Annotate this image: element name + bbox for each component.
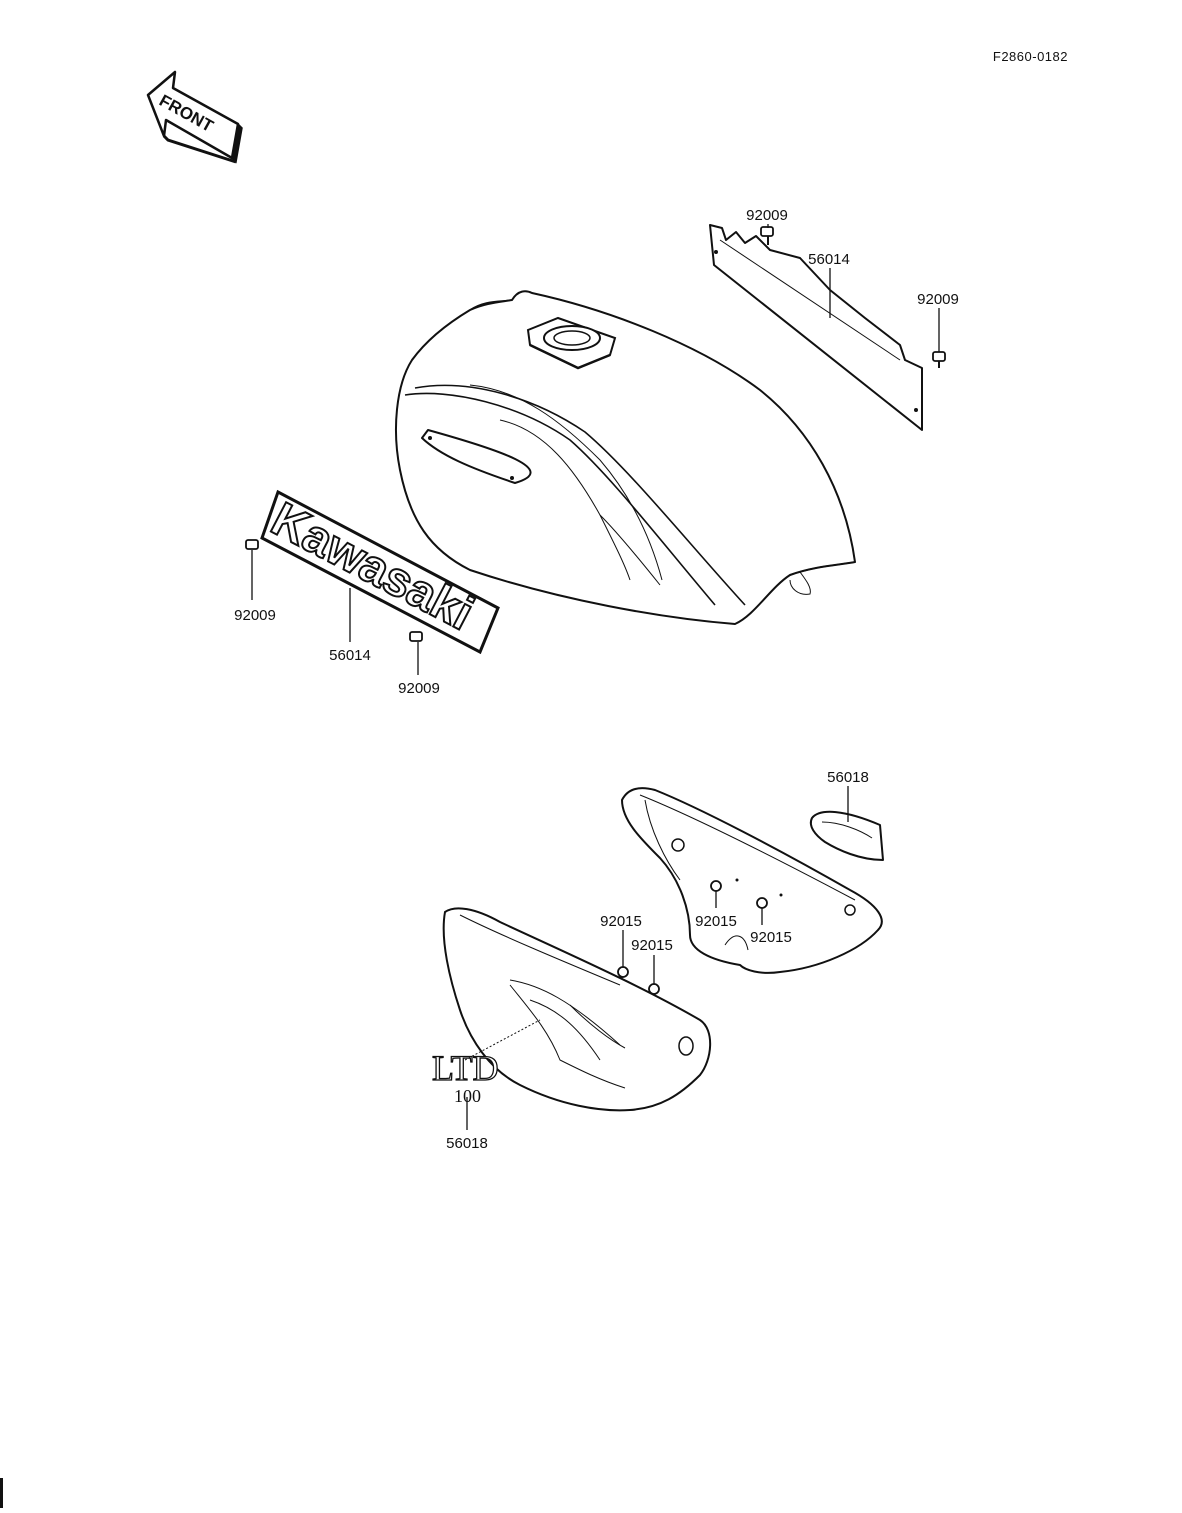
- callout-92009: 92009: [398, 680, 440, 697]
- callout-92015: 92015: [695, 913, 737, 930]
- callout-56018: 56018: [446, 1135, 488, 1152]
- nut-icon: [617, 966, 629, 978]
- fuel-tank: [395, 290, 856, 625]
- figure-id: F2860-0182: [993, 49, 1068, 64]
- screw-icon: [409, 631, 423, 642]
- nut-icon: [710, 880, 722, 892]
- screw-icon: [932, 351, 946, 368]
- screw-icon: [760, 226, 774, 245]
- front-arrow-icon: FRONT: [146, 70, 243, 164]
- left-side-cover: LTD 100: [431, 907, 712, 1112]
- page-edge-mark: [0, 1478, 3, 1508]
- tank-strip-emblem: [709, 224, 923, 431]
- nut-icon: [756, 897, 768, 909]
- callout-92015: 92015: [750, 929, 792, 946]
- side-cover-small-emblem: [809, 810, 884, 861]
- ltd-emblem-number: 100: [454, 1086, 481, 1106]
- callout-56014: 56014: [329, 647, 371, 664]
- nut-icon: [648, 983, 660, 995]
- callout-92015: 92015: [600, 913, 642, 930]
- ltd-emblem-text: LTD: [432, 1048, 499, 1088]
- filler-cap: [526, 316, 617, 370]
- right-side-cover: [621, 787, 883, 974]
- callout-92009: 92009: [746, 207, 788, 224]
- callout-92009: 92009: [234, 607, 276, 624]
- callout-56014: 56014: [808, 251, 850, 268]
- callout-92009: 92009: [917, 291, 959, 308]
- callout-56018: 56018: [827, 769, 869, 786]
- callout-92015: 92015: [631, 937, 673, 954]
- screw-icon: [245, 539, 259, 550]
